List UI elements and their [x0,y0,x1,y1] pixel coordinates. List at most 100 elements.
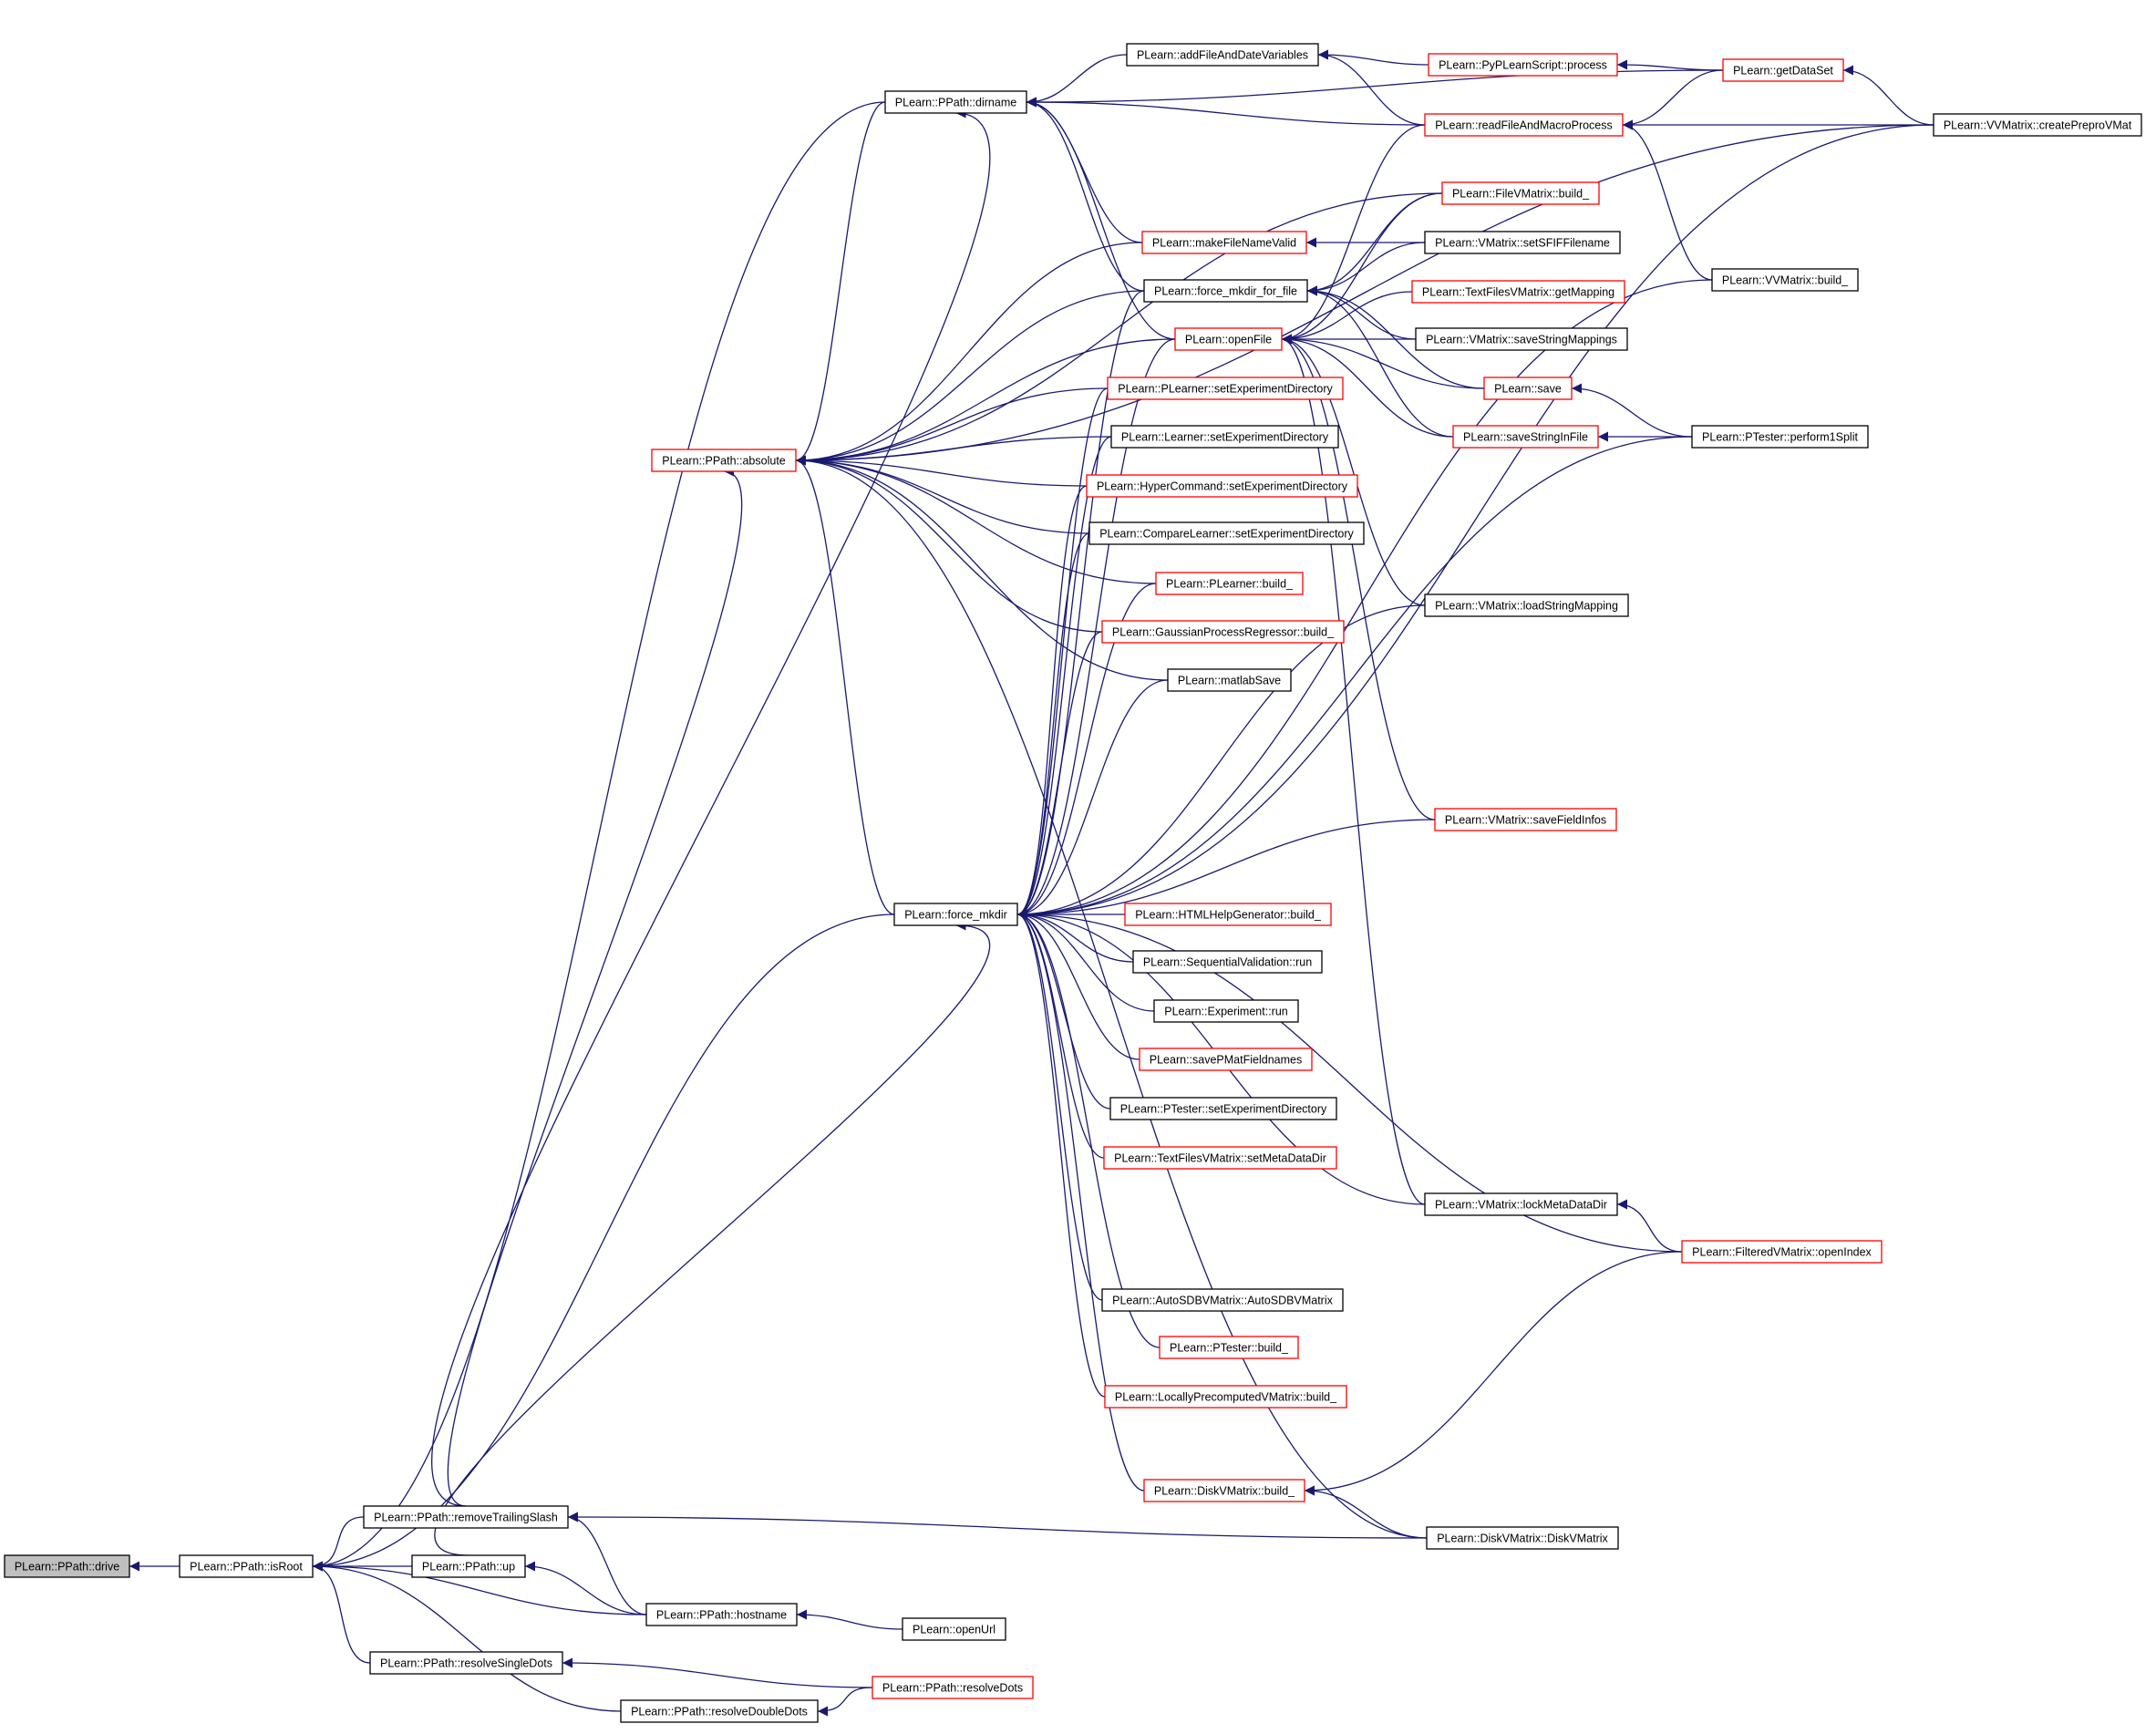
node-open-file[interactable]: PLearn::openFile [1174,327,1283,351]
node-vv-build[interactable]: PLearn::VVMatrix::build_ [1711,268,1859,292]
node-auto-s-d-b-v[interactable]: PLearn::AutoSDBVMatrix::AutoSDBVMatrix [1101,1288,1344,1312]
node-box [411,1554,526,1578]
node-disk-ctor[interactable]: PLearn::DiskVMatrix::DiskVMatrix [1426,1526,1619,1550]
nodes-layer: PLearn::PPath::drive PLearn::PPath::isRoo… [4,43,2142,1723]
node-dirname[interactable]: PLearn::PPath::dirname [884,90,1027,114]
node-box [1428,53,1618,77]
node-compare-set-exp[interactable]: PLearn::CompareLearner::setExperimentDir… [1088,521,1365,545]
edge-plearnerSetExp-to-absolute [795,387,1109,466]
node-label: PLearn::SequentialValidation::run [1143,956,1312,969]
node-open-url[interactable]: PLearn::openUrl [902,1617,1006,1641]
node-remove-trailing-slash[interactable]: PLearn::PPath::removeTrailingSlash [363,1505,569,1529]
edge-getDataSet-to-readFileAndMacroProcess [1622,69,1724,130]
edge-readFileAndMacroProcess-to-openFile [1281,124,1426,345]
node-force-mkdir-for-file[interactable]: PLearn::force_mkdir_for_file [1143,279,1308,303]
node-experiment-run[interactable]: PLearn::Experiment::run [1153,999,1299,1023]
node-absolute[interactable]: PLearn::PPath::absolute [651,449,797,472]
node-make-file-name-valid[interactable]: PLearn::makeFileNameValid [1141,231,1307,254]
node-add-file-and-date-variables[interactable]: PLearn::addFileAndDateVariables [1126,43,1319,67]
node-save-string-mappings[interactable]: PLearn::VMatrix::saveStringMappings [1415,327,1628,351]
edge-dirname-to-absolute [795,101,886,466]
edge-diskCtor-to-diskBuild [1304,1485,1428,1539]
node-save-string-in-file[interactable]: PLearn::saveStringInFile [1452,425,1599,449]
node-get-data-set[interactable]: PLearn::getDataSet [1722,58,1844,82]
node-lock-meta-data-dir[interactable]: PLearn::VMatrix::lockMetaDataDir [1424,1192,1618,1216]
node-label: PLearn::makeFileNameValid [1152,237,1296,250]
node-label: PLearn::readFileAndMacroProcess [1435,119,1613,132]
node-save[interactable]: PLearn::save [1483,377,1573,400]
edge-seqValRun-to-forceMkdir [1016,909,1134,963]
node-learner-set-exp[interactable]: PLearn::Learner::setExperimentDirectory [1110,425,1339,449]
edge-hyperSetExp-to-forceMkdir [1016,485,1088,920]
node-box [1424,593,1629,617]
node-hostname[interactable]: PLearn::PPath::hostname [645,1603,798,1626]
node-box [1424,113,1624,137]
node-read-file-and-macro-process[interactable]: PLearn::readFileAndMacroProcess [1424,113,1624,137]
node-hyper-set-exp[interactable]: PLearn::HyperCommand::setExperimentDirec… [1086,474,1358,498]
edge-perform1Split-to-save [1571,383,1693,438]
node-label: PLearn::FileVMatrix::build_ [1452,188,1590,201]
node-label: PLearn::PTester::perform1Split [1702,431,1858,444]
node-box [1139,1048,1313,1071]
edge-hostname-to-up [524,1561,647,1615]
edge-fileVMatrixBuild-to-openFile [1281,192,1443,345]
node-text-files-get-mapping[interactable]: PLearn::TextFilesVMatrix::getMapping [1411,280,1625,304]
node-label: PLearn::VMatrix::loadStringMapping [1435,600,1618,613]
node-up[interactable]: PLearn::PPath::up [411,1554,526,1578]
node-label: PLearn::PLearner::build_ [1166,578,1294,591]
node-save-p-mat-fieldnames[interactable]: PLearn::savePMatFieldnames [1139,1048,1313,1071]
node-perform1-split[interactable]: PLearn::PTester::perform1Split [1691,425,1869,449]
node-resolve-double-dots[interactable]: PLearn::PPath::resolveDoubleDots [620,1699,819,1723]
edges-layer [129,49,1934,1717]
edge-matlabSave-to-absolute [795,455,1169,681]
node-create-prepro-v-mat[interactable]: PLearn::VVMatrix::createPreproVMat [1933,113,2142,137]
node-box [893,903,1018,926]
node-py-process[interactable]: PLearn::PyPLearnScript::process [1428,53,1618,77]
node-gaussian-build[interactable]: PLearn::GaussianProcessRegressor::build_ [1101,620,1345,644]
edge-openUrl-to-hostname [796,1609,903,1630]
node-seq-val-run[interactable]: PLearn::SequentialValidation::run [1132,950,1323,974]
node-label: PLearn::GaussianProcessRegressor::build_ [1112,626,1335,639]
node-label: PLearn::PyPLearnScript::process [1439,59,1607,72]
node-plearner-build[interactable]: PLearn::PLearner::build_ [1155,572,1304,595]
node-load-string-mapping[interactable]: PLearn::VMatrix::loadStringMapping [1424,593,1629,617]
node-set-s-f-i-f-filename[interactable]: PLearn::VMatrix::setSFIFFilename [1424,231,1621,254]
edge-save-to-openFile [1281,334,1485,389]
edge-forceMkdir-to-absolute [795,455,895,915]
edge-plearnerBuild-to-absolute [795,455,1157,584]
node-save-field-infos[interactable]: PLearn::VMatrix::saveFieldInfos [1434,808,1617,831]
node-box [1132,950,1323,974]
node-box [1143,1479,1305,1502]
edge-saveStringInFile-to-forceMkdirForFile [1306,285,1454,438]
node-plearner-set-exp[interactable]: PLearn::PLearner::setExperimentDirectory [1107,377,1344,400]
edge-createPreproVMat-to-absolute [795,124,1934,466]
node-force-mkdir[interactable]: PLearn::force_mkdir [893,903,1018,926]
edge-getDataSet-to-pyProcess [1616,59,1724,71]
node-resolve-dots[interactable]: PLearn::PPath::resolveDots [872,1676,1034,1699]
node-matlab-save[interactable]: PLearn::matlabSave [1167,668,1292,692]
node-label: PLearn::VMatrix::saveStringMappings [1426,334,1617,346]
node-disk-build[interactable]: PLearn::DiskVMatrix::build_ [1143,1479,1305,1502]
node-drive[interactable]: PLearn::PPath::drive [4,1554,130,1578]
node-box [1104,1385,1347,1409]
node-box [363,1505,569,1529]
node-html-help-build[interactable]: PLearn::HTMLHelpGenerator::build_ [1124,903,1332,926]
node-locally-build[interactable]: PLearn::LocallyPrecomputedVMatrix::build… [1104,1385,1347,1409]
edge-filteredOpenIndex-to-lockMetaDataDir [1616,1199,1683,1253]
edge-ptesterBuild-to-forceMkdir [1016,909,1161,1348]
node-filtered-open-index[interactable]: PLearn::FilteredVMatrix::openIndex [1681,1240,1883,1264]
node-text-files-set-meta[interactable]: PLearn::TextFilesVMatrix::setMetaDataDir [1103,1146,1337,1170]
edge-loadStringMapping-to-forceMkdir [1016,604,1426,920]
node-box [1691,425,1869,449]
node-ptester-build[interactable]: PLearn::PTester::build_ [1159,1336,1299,1359]
node-file-v-matrix-build[interactable]: PLearn::FileVMatrix::build_ [1441,181,1600,205]
node-ptester-set-exp[interactable]: PLearn::PTester::setExperimentDirectory [1109,1097,1337,1120]
node-resolve-single-dots[interactable]: PLearn::PPath::resolveSingleDots [369,1651,563,1675]
node-box [1411,280,1625,304]
edge-up-to-forceMkdir [434,920,990,1556]
edge-filteredOpenIndex-to-forceMkdir [1016,909,1683,1253]
node-is-root[interactable]: PLearn::PPath::isRoot [179,1554,314,1578]
edge-saveFieldInfos-to-forceMkdir [1016,819,1436,920]
node-label: PLearn::PPath::removeTrailingSlash [374,1512,558,1524]
node-label: PLearn::PLearner::setExperimentDirectory [1118,383,1333,396]
